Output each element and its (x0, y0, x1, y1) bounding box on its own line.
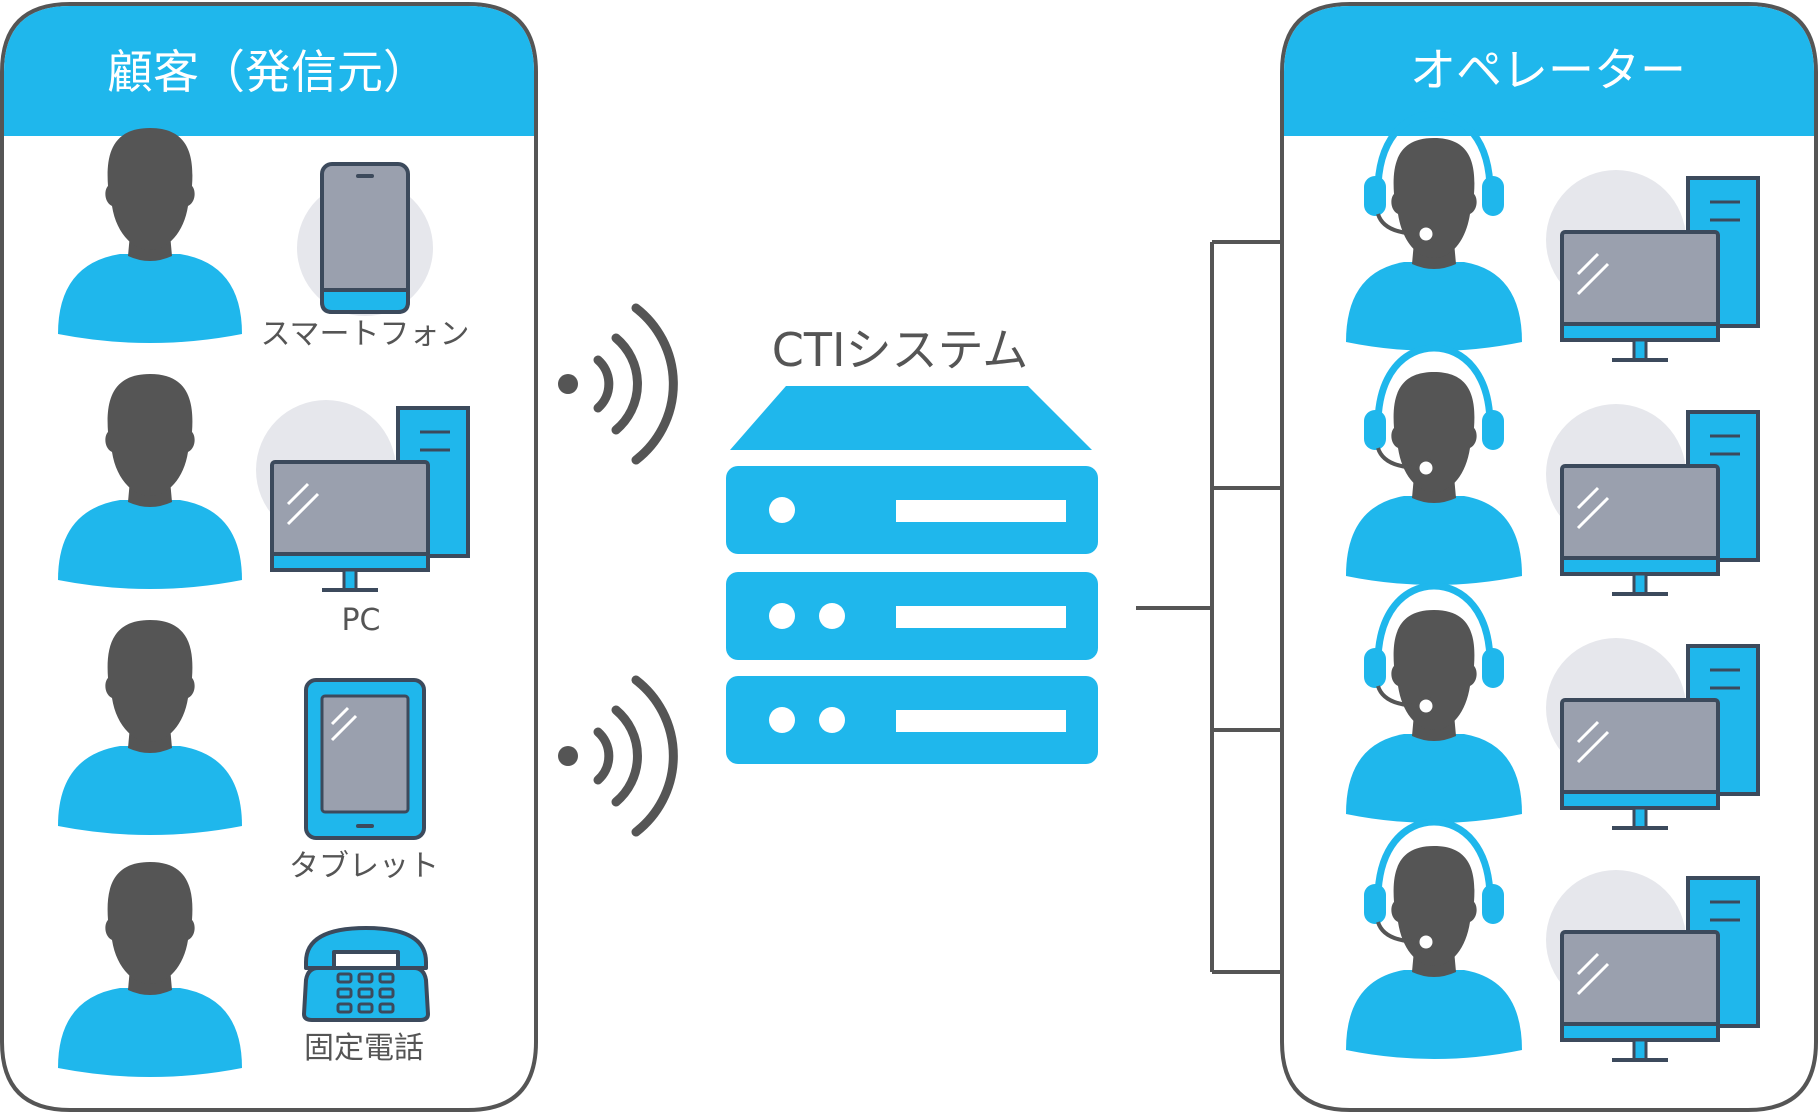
cti-system-label: CTIシステム (772, 323, 1028, 377)
operator-panel-title: オペレーター (1410, 43, 1686, 97)
pc-label: PC (341, 603, 380, 638)
smartphone-icon (297, 162, 433, 316)
wireless-signal-icon (558, 680, 673, 832)
landline-phone-icon (301, 926, 431, 1022)
tablet-icon (304, 678, 426, 840)
landline-label: 固定電話 (304, 1031, 424, 1066)
tablet-label: タブレット (289, 849, 439, 884)
cti-server-icon (726, 386, 1098, 764)
smartphone-label: スマートフォン (260, 317, 469, 352)
connection-lines (1136, 240, 1282, 974)
customer-panel-title: 顧客（発信元） (107, 45, 429, 99)
wireless-signal-icon (558, 308, 673, 460)
